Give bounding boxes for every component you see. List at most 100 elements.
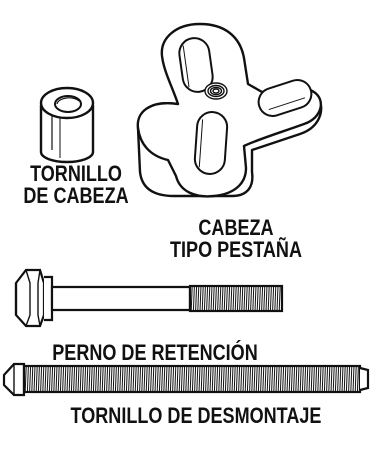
thread-line: [282, 365, 285, 393]
thread-line: [225, 285, 228, 312]
thread-line: [256, 285, 259, 312]
thread-line: [29, 365, 32, 393]
thread-line: [321, 365, 324, 393]
thread-line: [81, 365, 84, 393]
flange-head-label: CABEZA TIPO PESTAÑA: [154, 217, 318, 261]
thread-line: [249, 365, 252, 393]
thread-line: [183, 365, 186, 393]
thread-line: [156, 365, 159, 393]
thread-line: [217, 285, 220, 312]
thread-line: [207, 365, 210, 393]
thread-line: [121, 365, 124, 393]
thread-line: [341, 365, 344, 393]
forcing-screw-label: TORNILLO DE DESMONTAJE: [47, 405, 345, 427]
thread-line: [158, 365, 161, 393]
retaining-bolt-label: PERNO DE RETENCIÓN: [28, 342, 282, 364]
thread-line: [44, 365, 47, 393]
thread-line: [328, 365, 331, 393]
thread-line: [147, 365, 150, 393]
thread-line: [64, 365, 67, 393]
thread-line: [243, 285, 246, 312]
thread-line: [235, 365, 238, 393]
collar-label-line2: DE CABEZA: [23, 183, 129, 208]
thread-line: [334, 365, 337, 393]
thread-line: [319, 365, 322, 393]
thread-line: [263, 285, 266, 312]
thread-line: [224, 365, 227, 393]
thread-line: [169, 365, 172, 393]
thread-line: [293, 365, 296, 393]
thread-line: [227, 365, 230, 393]
thread-line: [238, 365, 241, 393]
thread-line: [272, 285, 275, 312]
thread-line: [167, 365, 170, 393]
thread-line: [59, 365, 62, 393]
thread-line: [253, 365, 256, 393]
thread-line: [172, 365, 175, 393]
thread-line: [62, 365, 65, 393]
thread-line: [240, 365, 243, 393]
thread-line: [199, 285, 202, 312]
thread-line: [132, 365, 135, 393]
thread-line: [178, 365, 181, 393]
thread-line: [165, 365, 168, 393]
thread-line: [130, 365, 133, 393]
thread-line: [117, 365, 120, 393]
thread-line: [279, 365, 282, 393]
thread-line: [46, 365, 49, 393]
thread-line: [212, 285, 215, 312]
thread-line: [345, 365, 348, 393]
thread-line: [150, 365, 153, 393]
thread-line: [332, 365, 335, 393]
thread-line: [250, 285, 253, 312]
thread-line: [343, 365, 346, 393]
thread-line: [197, 285, 200, 312]
thread-line: [55, 365, 58, 393]
thread-line: [242, 365, 245, 393]
thread-line: [218, 365, 221, 393]
collar-label: TORNILLO DE CABEZA: [14, 163, 139, 207]
thread-line: [119, 365, 122, 393]
thread-line: [201, 285, 204, 312]
thread-line: [123, 365, 126, 393]
thread-line: [68, 365, 71, 393]
thread-line: [354, 365, 357, 393]
thread-line: [112, 365, 115, 393]
thread-line: [203, 285, 206, 312]
thread-line: [180, 365, 183, 393]
thread-line: [33, 365, 36, 393]
thread-line: [229, 365, 232, 393]
thread-line: [271, 365, 274, 393]
thread-line: [163, 365, 166, 393]
thread-line: [308, 365, 311, 393]
thread-line: [252, 285, 255, 312]
thread-line: [348, 365, 351, 393]
thread-line: [143, 365, 146, 393]
thread-line: [264, 365, 267, 393]
thread-line: [141, 365, 144, 393]
thread-line: [192, 285, 195, 312]
thread-line: [221, 285, 224, 312]
thread-line: [42, 365, 45, 393]
thread-line: [274, 285, 277, 312]
thread-line: [276, 285, 279, 312]
thread-line: [191, 365, 194, 393]
thread-line: [262, 365, 265, 393]
thread-line: [209, 365, 212, 393]
retaining-bolt-part: [14, 268, 284, 328]
flange-head-label-line1: CABEZA: [198, 215, 274, 240]
thread-line: [247, 285, 250, 312]
thread-line: [275, 365, 278, 393]
thread-line: [234, 285, 237, 312]
thread-line: [268, 365, 271, 393]
thread-line: [266, 365, 269, 393]
thread-line: [37, 365, 40, 393]
thread-line: [223, 285, 226, 312]
thread-line: [154, 365, 157, 393]
thread-line: [114, 365, 117, 393]
thread-line: [277, 365, 280, 393]
thread-line: [53, 365, 56, 393]
thread-line: [288, 365, 291, 393]
thread-line: [70, 365, 73, 393]
thread-line: [267, 285, 270, 312]
